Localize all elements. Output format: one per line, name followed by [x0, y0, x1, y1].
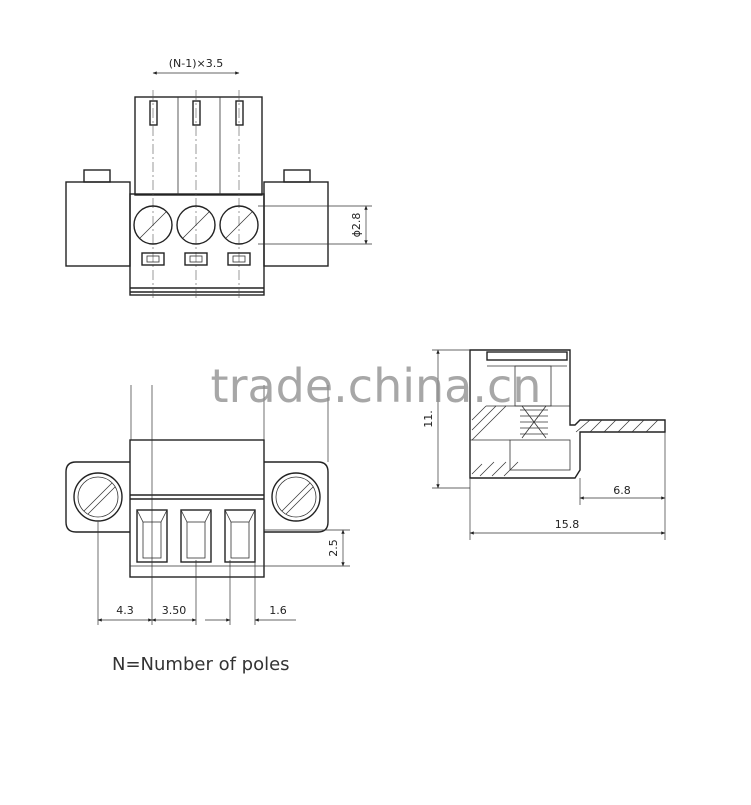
depth-short-dimension: 6.8	[613, 484, 631, 497]
edge-dimension: 2.5	[327, 539, 340, 557]
pitch-bottom-dimension: 3.50	[162, 604, 187, 617]
poles-note: N=Number of poles	[112, 654, 290, 675]
slot-dimension: 1.6	[269, 604, 287, 617]
watermark-text: trade.china.cn	[211, 359, 542, 413]
height-dimension: 11.	[422, 410, 435, 428]
side-view: 11. 6.8 15.8	[422, 349, 666, 540]
pitch-dimension: (N-1)×3.5	[169, 57, 224, 70]
top-view: (N-1)×3.5 ϕ2.8	[65, 57, 372, 300]
depth-total-dimension: 15.8	[555, 518, 580, 531]
front-view: 4.3 3.50 1.6 2.5	[65, 385, 350, 625]
flange-dimension: 4.3	[116, 604, 134, 617]
diameter-dimension: ϕ2.8	[350, 213, 363, 238]
